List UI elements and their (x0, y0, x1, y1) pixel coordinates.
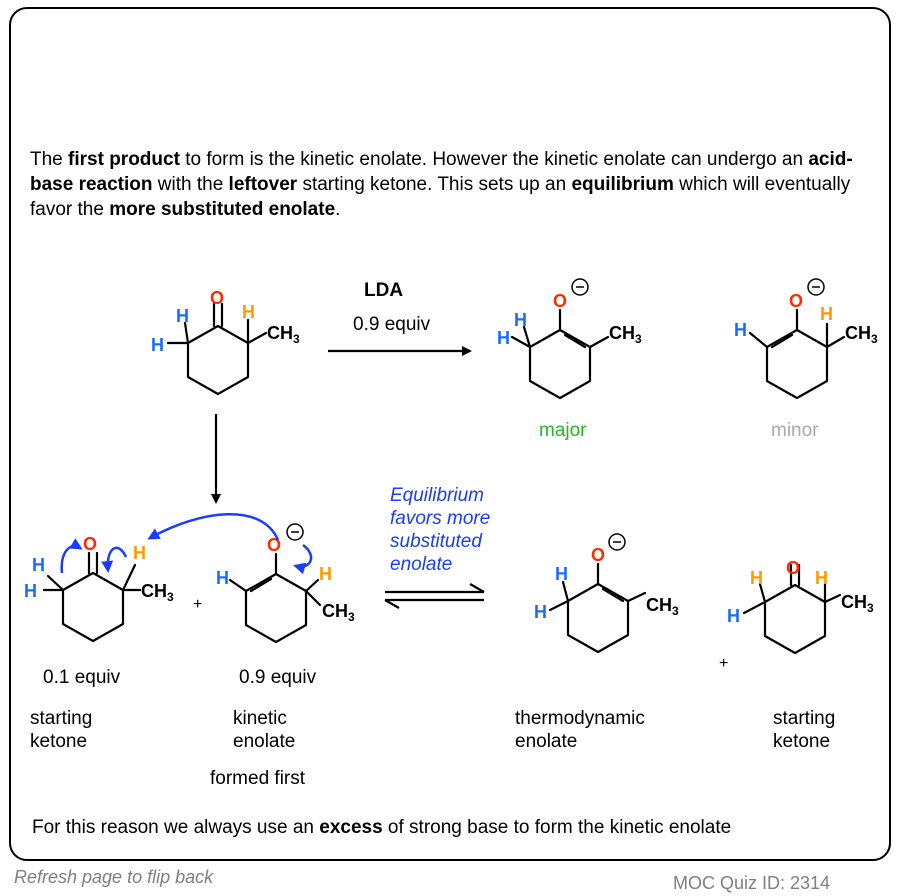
intro-paragraph: The first product to form is the kinetic… (30, 149, 853, 220)
oxygen-atom: O (267, 535, 281, 555)
methyl-group: CH3 (322, 601, 355, 624)
hydrogen-atom: H (555, 564, 568, 584)
hydrogen-atom: H (815, 568, 828, 588)
equilibrium-note-line: substituted (390, 531, 482, 552)
kinetic-label-line: kinetic (233, 708, 287, 729)
negative-charge-icon (286, 523, 304, 541)
ketone-label-line: starting (30, 708, 93, 729)
methyl-group: CH3 (646, 595, 679, 618)
negative-charge-icon (608, 533, 626, 551)
negative-charge-icon (571, 278, 589, 296)
reagent-name: LDA (364, 280, 404, 301)
curved-arrow-icon (60, 538, 83, 574)
ketone-amount: 0.1 equiv (43, 667, 121, 688)
hydrogen-atom: H (216, 568, 229, 588)
minor-label: minor (771, 420, 819, 441)
oxygen-atom: O (789, 291, 803, 311)
hydrogen-atom: H (820, 304, 833, 324)
content-card (9, 7, 891, 861)
starting-ketone-product: O H H H CH3 (727, 558, 874, 655)
minor-enolate: O H H CH3 (734, 278, 878, 400)
curved-arrow-icon (147, 512, 280, 541)
equilibrium-note-line: favors more (390, 508, 491, 529)
hydrogen-atom: H (151, 335, 164, 355)
hydrogen-atom: H (514, 310, 527, 330)
starting-ketone-bottom: O H H H CH3 (24, 534, 174, 643)
refresh-hint[interactable]: Refresh page to flip back (14, 867, 214, 887)
major-enolate: O H H CH3 (497, 278, 642, 400)
product-ketone-label-line: ketone (773, 731, 831, 752)
conclusion-text: For this reason we always use an excess … (32, 817, 732, 838)
oxygen-atom: O (210, 288, 224, 308)
kinetic-label-line: enolate (233, 731, 296, 752)
plus-sign: + (719, 655, 728, 672)
methyl-group: CH3 (845, 323, 878, 346)
thermo-label-line: enolate (515, 731, 578, 752)
curved-arrow-icon (293, 543, 313, 575)
hydrogen-atom: H (32, 555, 45, 575)
reagent-amount: 0.9 equiv (353, 314, 431, 335)
methyl-group: CH3 (841, 592, 874, 615)
negative-charge-icon (807, 278, 825, 296)
oxygen-atom: O (786, 558, 800, 578)
hydrogen-atom: H (319, 564, 332, 584)
product-ketone-label-line: starting (773, 708, 836, 729)
hydrogen-atom: H (24, 581, 37, 601)
oxygen-atom: O (83, 534, 97, 554)
oxygen-atom: O (591, 545, 605, 565)
hydrogen-atom: H (727, 606, 740, 626)
hydrogen-atom: H (734, 320, 747, 340)
hydrogen-atom: H (497, 328, 510, 348)
ketone-label-line: ketone (30, 731, 88, 752)
oxygen-atom: O (553, 291, 567, 311)
kinetic-enolate: O H H CH3 (216, 523, 355, 644)
enolate-amount: 0.9 equiv (239, 667, 317, 688)
methyl-group: CH3 (141, 581, 174, 604)
starting-ketone-top: O H H H CH3 (151, 288, 300, 396)
formed-first-label: formed first (210, 768, 306, 789)
hydrogen-atom: H (750, 568, 763, 588)
hydrogen-atom: H (133, 543, 146, 563)
thermodynamic-enolate: O H H CH3 (534, 533, 679, 654)
methyl-group: CH3 (267, 323, 300, 346)
equilibrium-arrows (384, 583, 485, 609)
hydrogen-atom: H (534, 602, 547, 622)
hydrogen-atom: H (242, 302, 255, 322)
curved-arrow-icon (101, 546, 128, 573)
equilibrium-note-line: enolate (390, 554, 453, 575)
methyl-group: CH3 (609, 323, 642, 346)
quiz-id: MOC Quiz ID: 2314 (673, 873, 831, 893)
major-label: major (539, 420, 587, 441)
thermo-label-line: thermodynamic (515, 708, 645, 729)
equilibrium-note-line: Equilibrium (390, 485, 484, 506)
plus-sign: + (193, 596, 202, 613)
hydrogen-atom: H (176, 306, 189, 326)
